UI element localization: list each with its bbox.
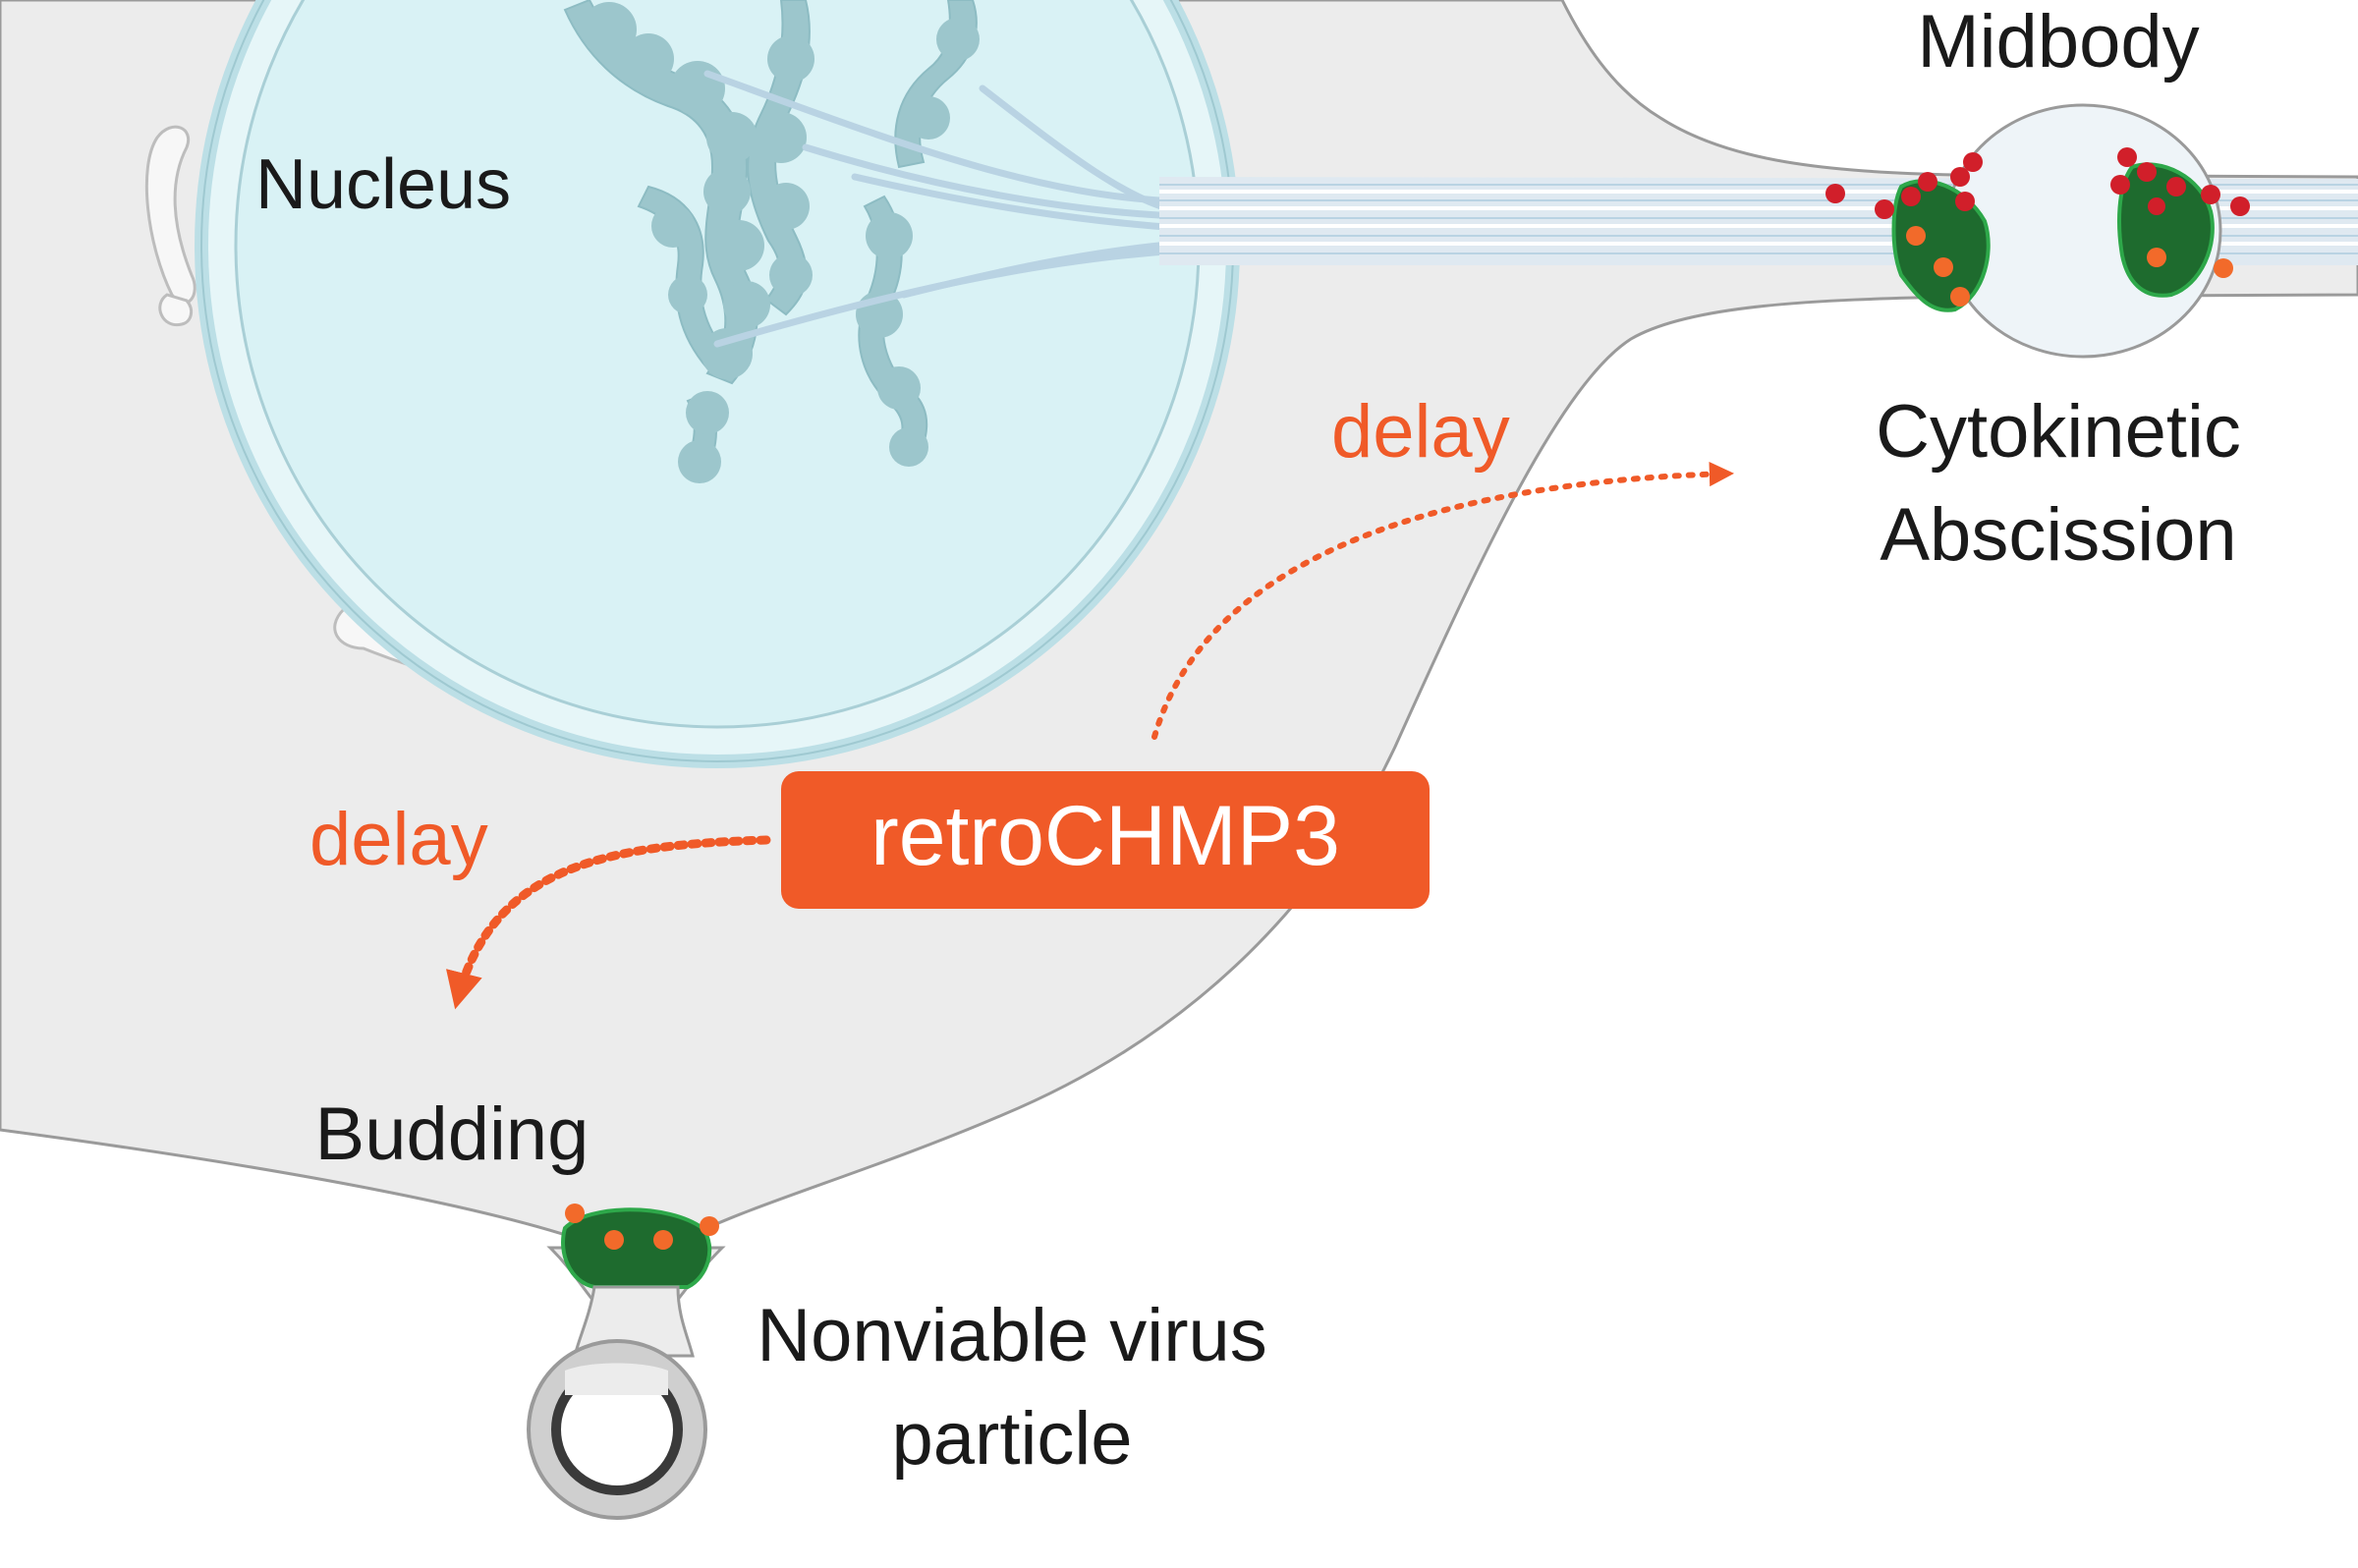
abscission-label-line1: Cytokinetic (1876, 390, 2241, 474)
escrt-complex-midbody-right (2117, 162, 2215, 298)
virus-label-line2: particle (892, 1397, 1133, 1481)
abscission-label-line2: Abscission (1880, 493, 2236, 577)
escrt-complex-midbody-left (1891, 179, 1991, 312)
midbody-label: Midbody (1917, 0, 2199, 84)
delay-label-left: delay (309, 798, 488, 881)
escrt-complex-budding (561, 1207, 712, 1289)
delay-arrow-abscission (1151, 461, 1735, 740)
delay-arrow-budding (446, 835, 771, 1010)
delay-label-top: delay (1331, 390, 1510, 474)
virus-label-line1: Nonviable virus (757, 1294, 1267, 1377)
chromatin-blobs (582, 2, 980, 483)
nucleus-label: Nucleus (255, 145, 511, 224)
budding-label: Budding (315, 1092, 590, 1176)
virus-particle-gap (565, 1363, 668, 1395)
budding-dots (565, 1204, 719, 1250)
virus-stalk (573, 1285, 695, 1358)
escrt-red-dots (1825, 147, 2250, 219)
retrochmp3-box (781, 771, 1430, 909)
escrt-orange-dots (1906, 226, 2233, 307)
retrochmp3-label: retroCHMP3 (870, 789, 1340, 883)
